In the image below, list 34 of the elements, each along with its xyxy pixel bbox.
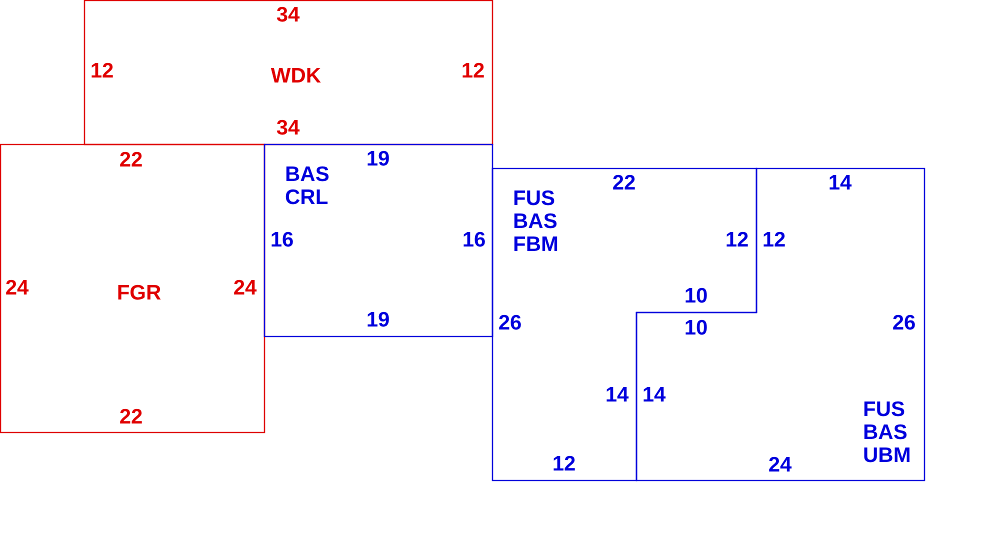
dimension-label: 10: [684, 316, 708, 340]
room-outline: [84, 0, 493, 145]
dimension-label: 26: [892, 312, 916, 334]
dimension-label: 12: [90, 60, 114, 82]
dimension-label: 12: [552, 452, 576, 476]
dimension-label: 19: [366, 148, 390, 170]
dimension-label: 12: [762, 228, 786, 252]
dimension-label: 22: [612, 172, 636, 194]
dimension-label: 19: [366, 308, 390, 332]
dimension-label: 22: [119, 148, 143, 172]
dimension-label: 24: [233, 276, 257, 300]
dimension-label: 34: [276, 4, 300, 26]
dimension-label: 16: [270, 228, 294, 252]
room-label: WDK: [270, 64, 322, 88]
dimension-label: 24: [5, 276, 29, 300]
dimension-label: 22: [119, 406, 143, 428]
room-label: FUS BAS FBM: [513, 187, 560, 256]
dimension-label: 14: [642, 384, 666, 406]
dimension-label: 34: [276, 116, 300, 140]
dimension-label: 14: [605, 384, 629, 406]
room-outline: [0, 144, 265, 433]
dimension-label: 12: [725, 228, 749, 252]
dimension-label: 14: [828, 172, 852, 194]
dimension-label: 16: [462, 228, 486, 252]
room-label: FGR: [116, 282, 162, 304]
room-label: BAS CRL: [285, 163, 330, 209]
dimension-label: 26: [498, 312, 522, 334]
room-outline: [264, 144, 493, 337]
dimension-label: 12: [461, 60, 485, 82]
dimension-label: 10: [684, 284, 708, 308]
room-outline: [492, 168, 757, 481]
dimension-label: 24: [768, 454, 792, 476]
room-outline: [636, 168, 925, 481]
room-label: FUS BAS UBM: [863, 398, 912, 467]
